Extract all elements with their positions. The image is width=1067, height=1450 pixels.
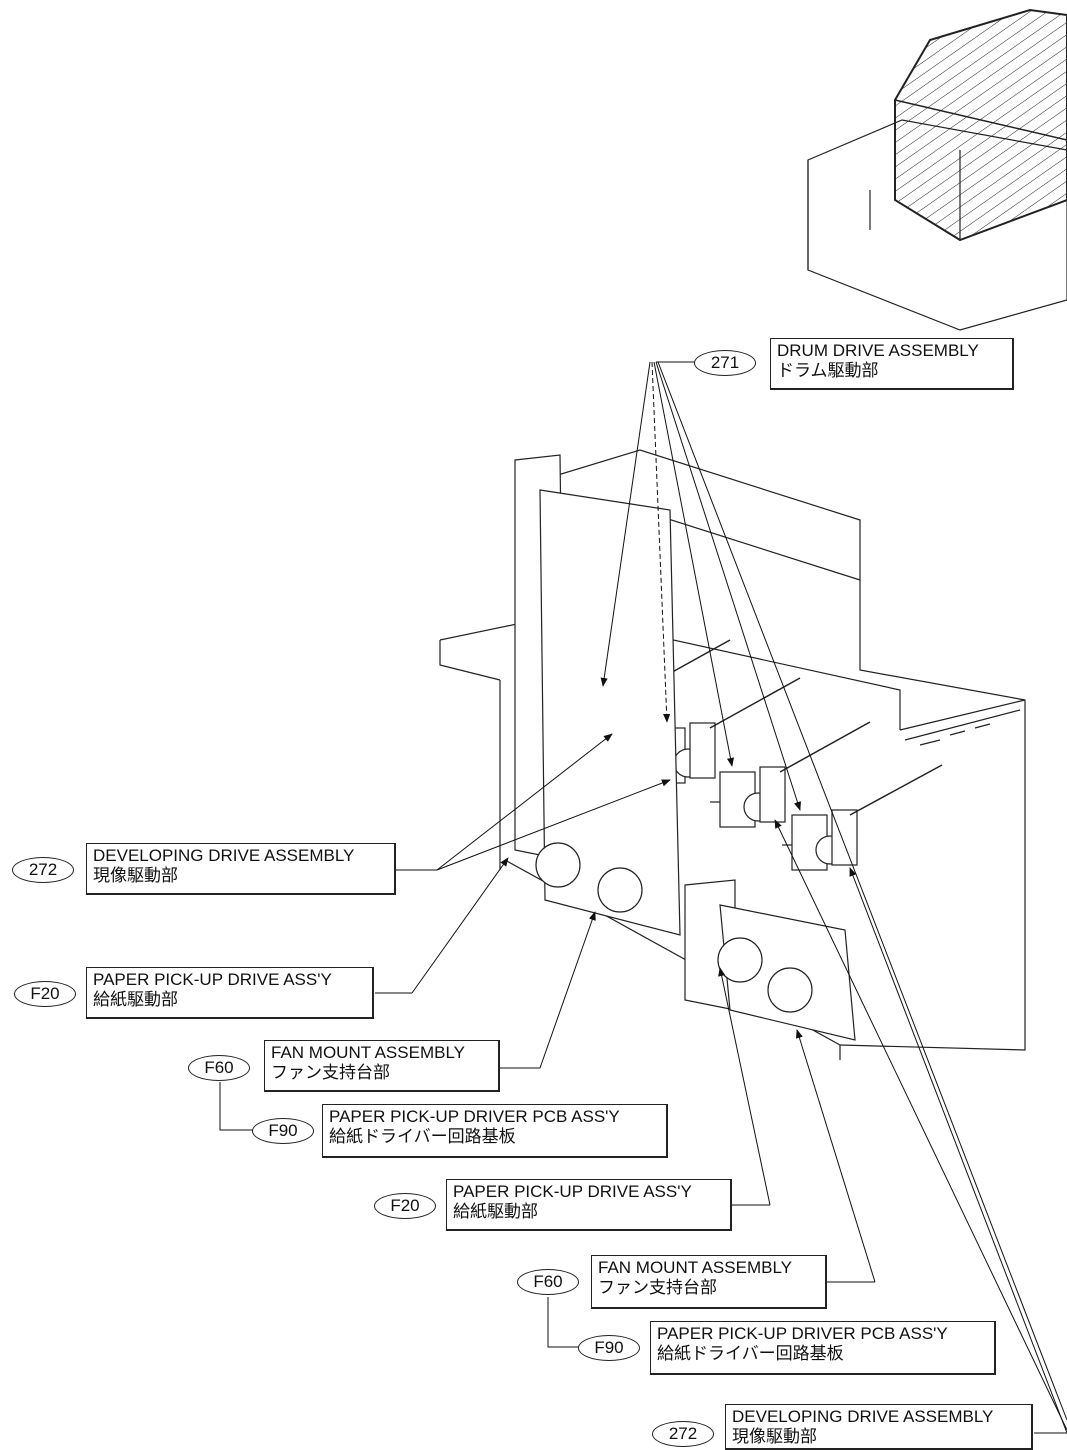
callout-subtitle: ドラム駆動部 — [777, 361, 879, 380]
callout-label-pickup-driver-pcb: PAPER PICK-UP DRIVER PCB ASS'Y 給紙ドライバー回路… — [322, 1104, 668, 1158]
callout-subtitle: 給紙ドライバー回路基板 — [657, 1344, 844, 1363]
callout-label-fan-mount: FAN MOUNT ASSEMBLY ファン支持台部 — [264, 1040, 500, 1092]
callout-title: PAPER PICK-UP DRIVER PCB ASS'Y — [657, 1324, 948, 1343]
callout-label-paper-pickup-drive: PAPER PICK-UP DRIVE ASS'Y 給紙駆動部 — [86, 967, 374, 1019]
callout-label-developing-drive: DEVELOPING DRIVE ASSEMBLY 現像駆動部 — [725, 1404, 1033, 1450]
leader-lines — [219, 361, 1067, 1434]
callout-code-badge: F90 — [578, 1335, 640, 1361]
callout-subtitle: ファン支持台部 — [598, 1278, 717, 1297]
callout-code-badge: 271 — [694, 350, 756, 376]
callout-title: PAPER PICK-UP DRIVER PCB ASS'Y — [329, 1107, 620, 1126]
callout-subtitle: 現像駆動部 — [732, 1427, 817, 1446]
callout-label-drum-drive: DRUM DRIVE ASSEMBLY ドラム駆動部 — [770, 338, 1014, 390]
callout-code-badge: F90 — [252, 1118, 314, 1144]
callout-code-badge: F60 — [517, 1269, 579, 1295]
callout-code-badge: F20 — [14, 981, 76, 1007]
thumbnail-machine — [807, 8, 1067, 331]
callout-code-badge: F60 — [188, 1055, 250, 1081]
callout-subtitle: 給紙ドライバー回路基板 — [329, 1127, 516, 1146]
callout-title: DRUM DRIVE ASSEMBLY — [777, 341, 979, 360]
callout-code-badge: F20 — [374, 1193, 436, 1219]
callout-subtitle: 給紙駆動部 — [453, 1202, 538, 1221]
callout-label-pickup-driver-pcb: PAPER PICK-UP DRIVER PCB ASS'Y 給紙ドライバー回路… — [650, 1321, 996, 1375]
callout-title: FAN MOUNT ASSEMBLY — [271, 1043, 465, 1062]
callout-code-badge: 272 — [652, 1421, 714, 1447]
callout-title: DEVELOPING DRIVE ASSEMBLY — [732, 1407, 994, 1426]
callout-subtitle: 給紙駆動部 — [93, 990, 178, 1009]
callout-subtitle: 現像駆動部 — [93, 866, 178, 885]
callout-label-fan-mount: FAN MOUNT ASSEMBLY ファン支持台部 — [591, 1255, 827, 1309]
callout-title: DEVELOPING DRIVE ASSEMBLY — [93, 846, 355, 865]
callout-label-developing-drive: DEVELOPING DRIVE ASSEMBLY 現像駆動部 — [86, 843, 396, 895]
callout-code-badge: 272 — [12, 857, 74, 883]
callout-label-paper-pickup-drive: PAPER PICK-UP DRIVE ASS'Y 給紙駆動部 — [446, 1179, 732, 1231]
callout-subtitle: ファン支持台部 — [271, 1063, 390, 1082]
callout-title: PAPER PICK-UP DRIVE ASS'Y — [93, 970, 332, 989]
callout-title: PAPER PICK-UP DRIVE ASS'Y — [453, 1182, 692, 1201]
callout-title: FAN MOUNT ASSEMBLY — [598, 1258, 792, 1277]
